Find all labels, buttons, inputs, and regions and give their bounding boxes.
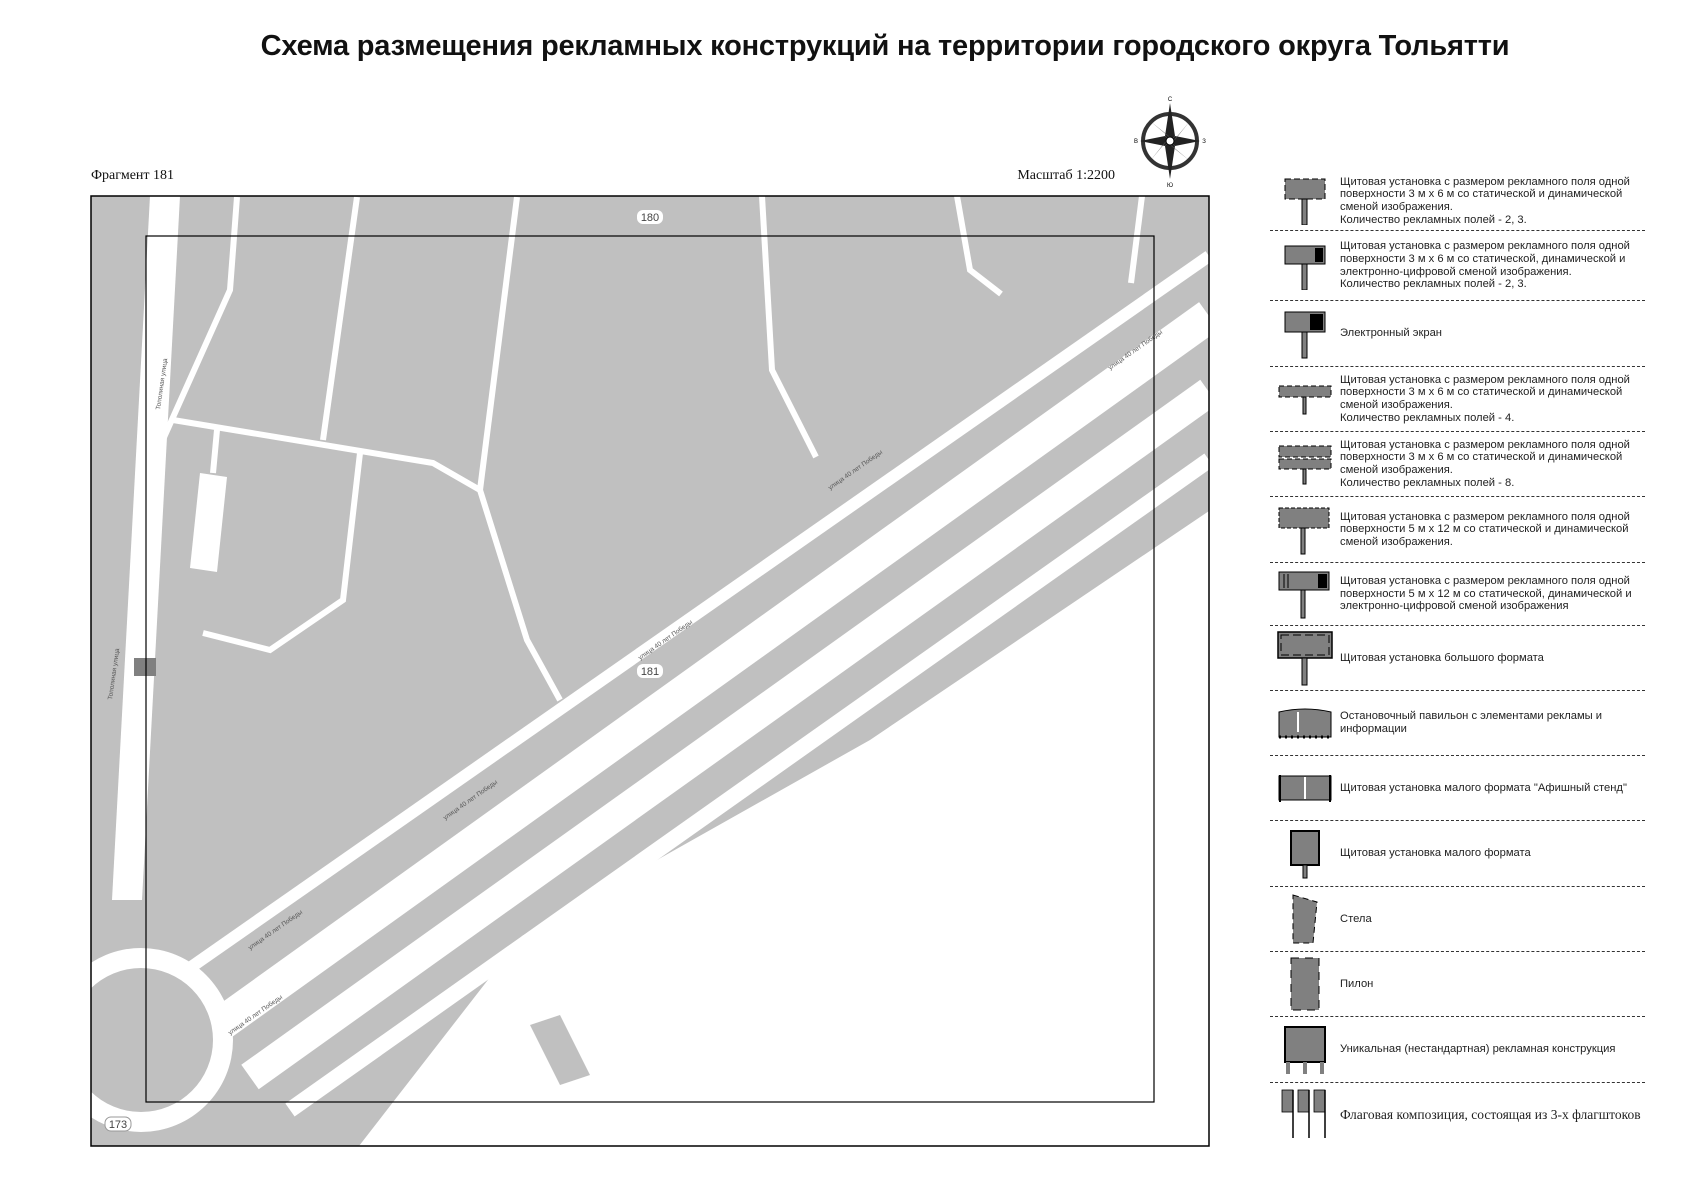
- local-roads: [154, 196, 1145, 702]
- electronic-screen-icon: [1270, 309, 1340, 359]
- flag-composition-icon: [1270, 1089, 1340, 1139]
- svg-text:В: В: [1134, 139, 1138, 145]
- billboard-5x12-digital-icon: [1270, 569, 1340, 619]
- stele-icon: [1270, 893, 1340, 945]
- poster-stand-icon: [1270, 773, 1340, 803]
- legend-item: Пилон: [1270, 952, 1645, 1017]
- legend-item: Щитовая установка с размером рекламного …: [1270, 367, 1645, 432]
- legend-item: Щитовая установка большого формата: [1270, 626, 1645, 691]
- badge-173: 173: [104, 1116, 132, 1132]
- legend-item: Щитовая установка с размером рекламного …: [1270, 231, 1645, 301]
- legend-item: Щитовая установка малого формата "Афишны…: [1270, 756, 1645, 821]
- legend-item: Щитовая установка с размером рекламного …: [1270, 172, 1645, 231]
- svg-text:173: 173: [109, 1119, 127, 1131]
- unique-structure-icon: [1270, 1025, 1340, 1075]
- legend-item: Электронный экран: [1270, 301, 1645, 367]
- legend-item: Остановочный павильон с элементами рекла…: [1270, 691, 1645, 756]
- building: [190, 473, 227, 572]
- svg-text:Ю: Ю: [1167, 183, 1173, 189]
- svg-text:С: С: [1168, 97, 1173, 103]
- svg-text:180: 180: [641, 212, 659, 224]
- fragment-frame: [145, 235, 1155, 1103]
- legend-item: Щитовая установка малого формата: [1270, 821, 1645, 887]
- small-format-billboard-icon: [1270, 829, 1340, 879]
- badge-180: 180: [637, 210, 663, 224]
- pylon-icon: [1270, 956, 1340, 1012]
- legend-item: Уникальная (нестандартная) рекламная кон…: [1270, 1017, 1645, 1083]
- scale-label: Масштаб 1:2200: [1017, 168, 1115, 183]
- billboard-marker[interactable]: [134, 658, 156, 676]
- billboard-3x6-static-dynamic-icon: [1270, 177, 1340, 225]
- page-title: Схема размещения рекламных конструкций н…: [260, 30, 1510, 62]
- legend-item: Флаговая композиция, состоящая из 3-х фл…: [1270, 1083, 1645, 1145]
- bus-stop-pavilion-icon: [1270, 706, 1340, 740]
- billboard-5x12-static-dynamic-icon: [1270, 505, 1340, 555]
- map-frame: [90, 195, 1210, 1147]
- legend-item: Щитовая установка с размером рекламного …: [1270, 432, 1645, 497]
- legend-item: Стела: [1270, 887, 1645, 952]
- legend-item: Щитовая установка с размером рекламного …: [1270, 497, 1645, 563]
- main-road: [170, 251, 1209, 1117]
- svg-text:181: 181: [641, 666, 659, 678]
- billboard-4-fields-icon: [1270, 383, 1340, 415]
- large-format-billboard-icon: [1270, 630, 1340, 686]
- compass-rose-icon: С Ю В З: [1134, 97, 1206, 189]
- svg-text:З: З: [1202, 139, 1206, 145]
- open-area: [359, 511, 1209, 1146]
- legend-item: Щитовая установка с размером рекламного …: [1270, 563, 1645, 626]
- fragment-label: Фрагмент 181: [91, 168, 175, 183]
- billboard-8-fields-icon: [1270, 443, 1340, 485]
- billboard-3x6-digital-icon: [1270, 242, 1340, 290]
- badge-181: 181: [637, 664, 663, 678]
